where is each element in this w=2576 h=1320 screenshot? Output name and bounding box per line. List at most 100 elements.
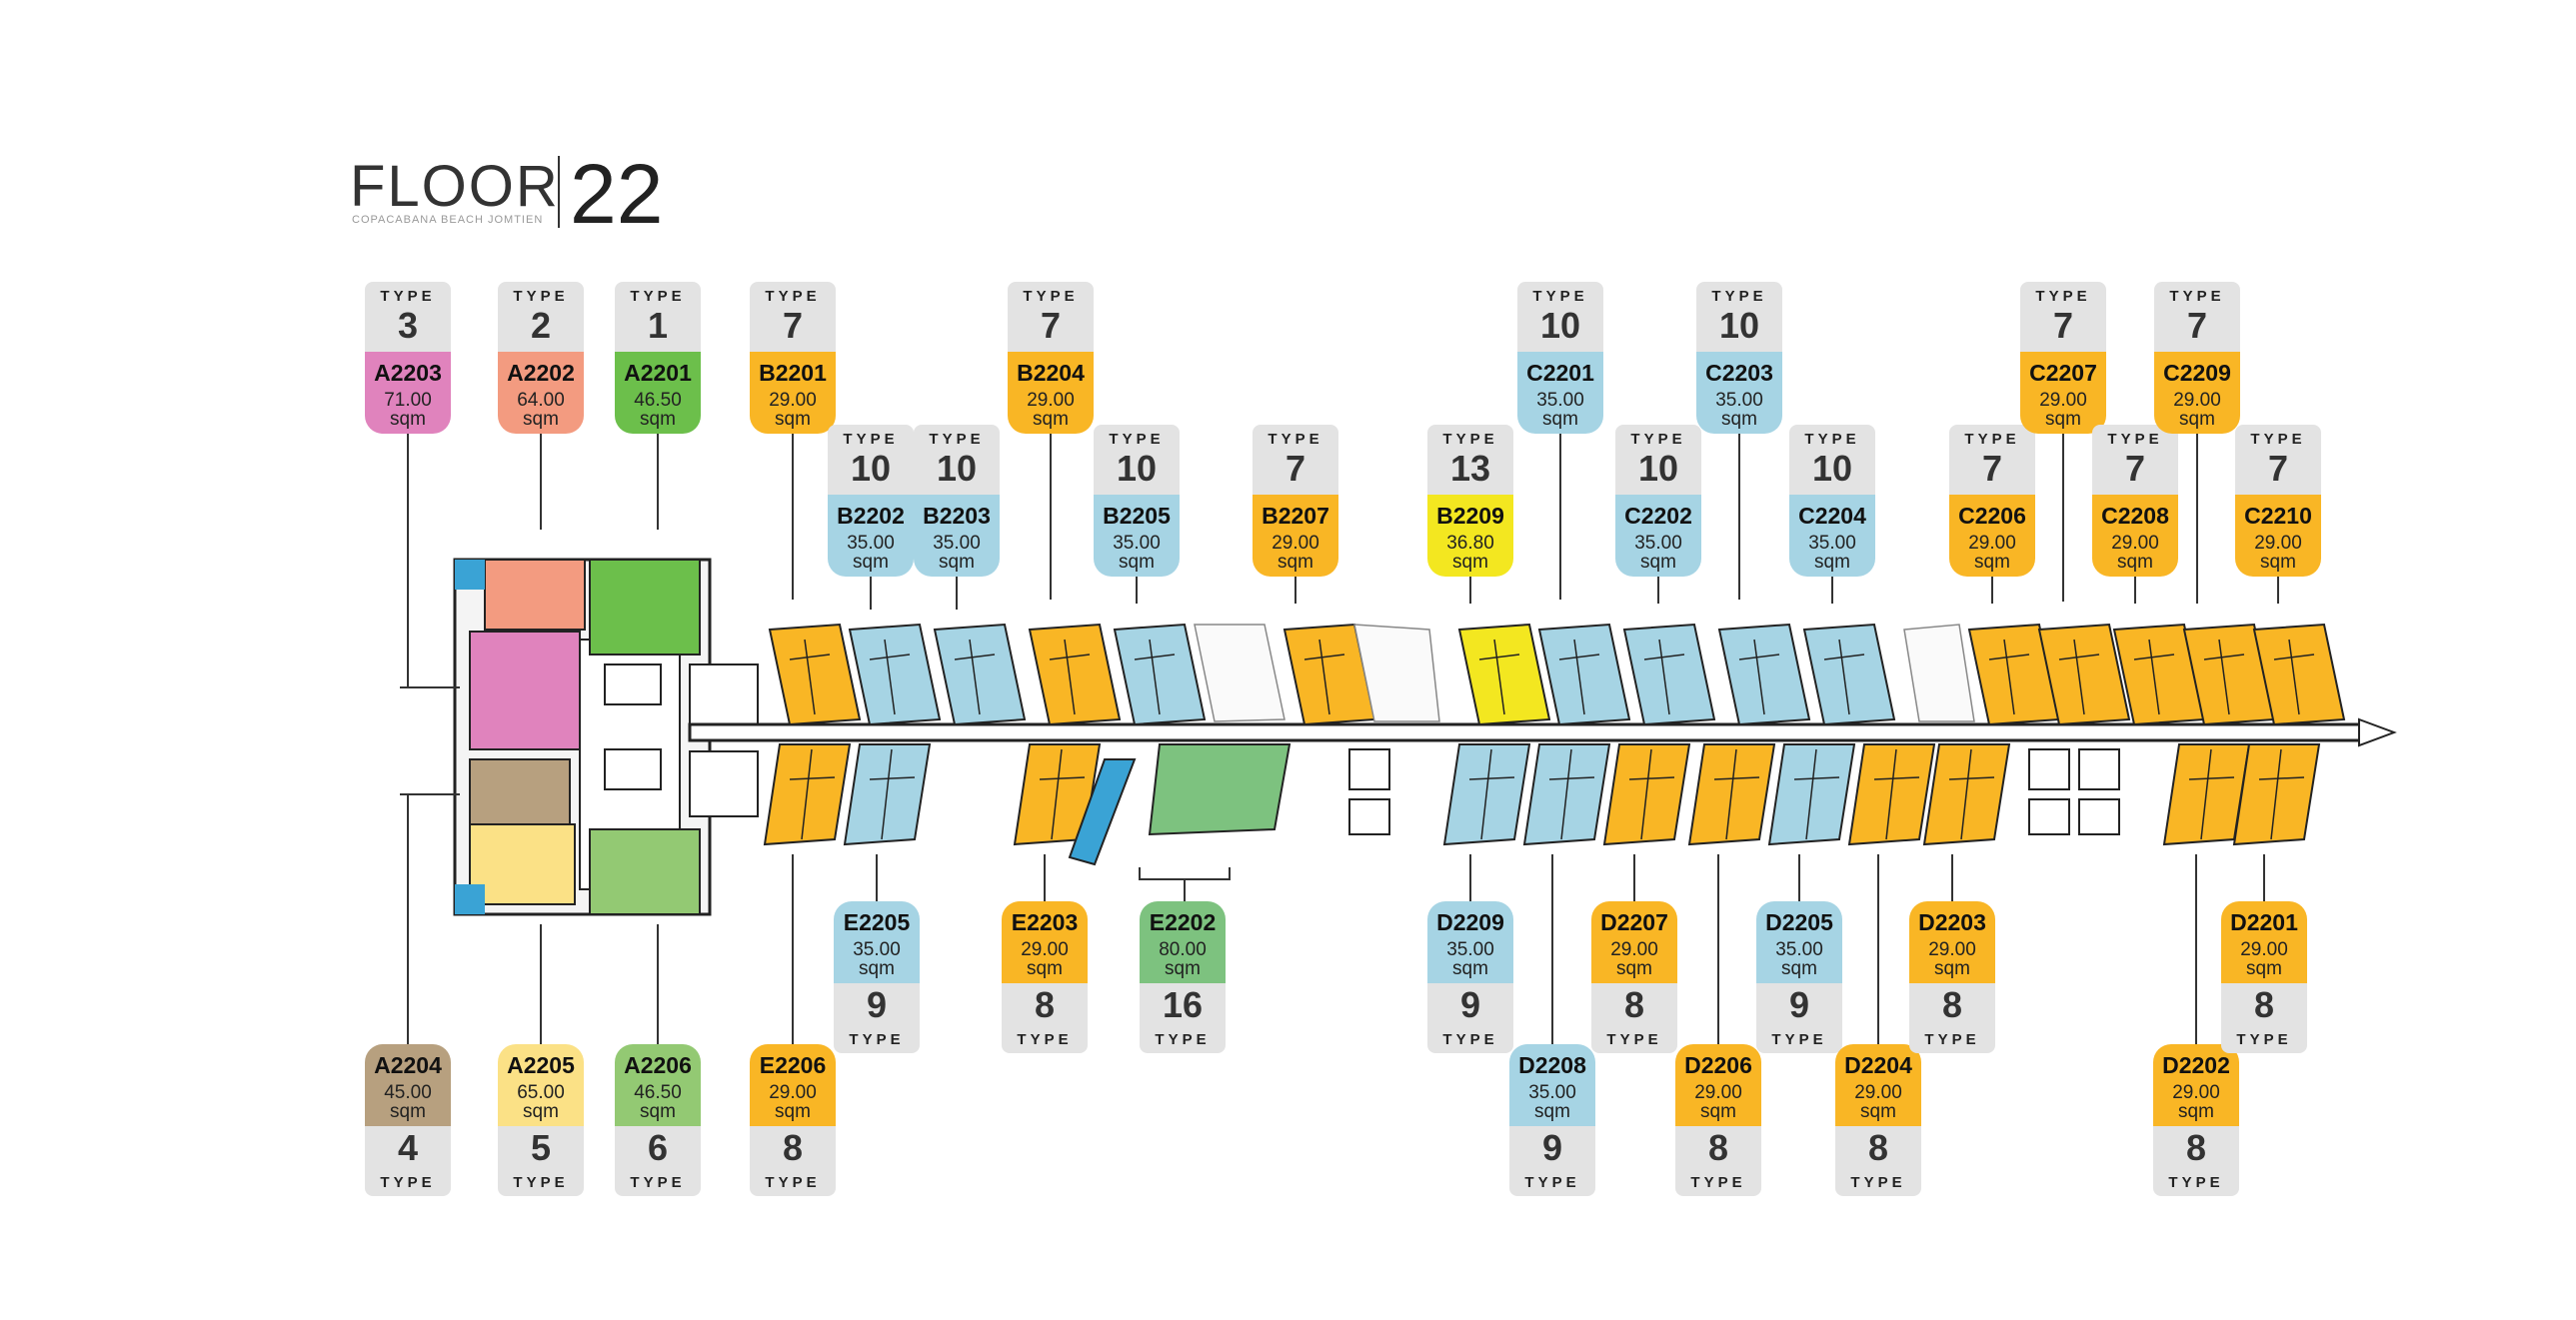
unit-tag-c2201[interactable]: TYPE 10 C2201 35.00 sqm	[1517, 282, 1603, 434]
unit-tag-b2205[interactable]: TYPE 10 B2205 35.00 sqm	[1094, 425, 1180, 577]
unit-code: D2209	[1436, 909, 1504, 935]
unit-tag-e2203[interactable]: E2203 29.00 sqm TYPE 8	[1002, 901, 1088, 1053]
unit-tag-d2202[interactable]: D2202 29.00 sqm TYPE 8	[2153, 1044, 2239, 1196]
unit-tag-d2201[interactable]: D2201 29.00 sqm TYPE 8	[2221, 901, 2307, 1053]
type-number: 7	[1285, 448, 1306, 489]
unit-tag-a2204[interactable]: A2204 45.00 sqm TYPE 4	[365, 1044, 451, 1196]
unit-tag-b2207[interactable]: TYPE 7 B2207 29.00 sqm	[1253, 425, 1338, 577]
unit-type-box: TYPE 7	[2092, 425, 2178, 495]
lift-icon	[1348, 748, 1390, 790]
unit-code: D2203	[1918, 909, 1986, 935]
unit-code: D2206	[1684, 1052, 1752, 1078]
unit-tag-b2201[interactable]: TYPE 7 B2201 29.00 sqm	[750, 282, 836, 434]
unit-area: 35.00	[933, 533, 981, 554]
unit-type-box: TYPE 8	[2153, 1126, 2239, 1196]
unit-info-box: D2202 29.00 sqm	[2153, 1044, 2239, 1126]
unit-code: C2209	[2163, 360, 2231, 386]
type-label: TYPE	[765, 288, 821, 305]
unit-plan-c2210	[2252, 623, 2346, 726]
unit-info-box: B2205 35.00 sqm	[1094, 495, 1180, 577]
unit-tag-b2204[interactable]: TYPE 7 B2204 29.00 sqm	[1008, 282, 1094, 434]
unit-tag-d2203[interactable]: D2203 29.00 sqm TYPE 8	[1909, 901, 1995, 1053]
unit-plan-wall	[884, 639, 896, 715]
unit-code: D2201	[2230, 909, 2298, 935]
unit-tag-a2202[interactable]: TYPE 2 A2202 64.00 sqm	[498, 282, 584, 434]
unit-sqm: sqm	[1542, 409, 1578, 430]
unit-tag-e2202[interactable]: E2202 80.00 sqm TYPE 16	[1140, 901, 1226, 1053]
unit-area: 46.50	[634, 1082, 682, 1103]
unit-info-box: C2201 35.00 sqm	[1517, 352, 1603, 434]
unit-tag-b2202[interactable]: TYPE 10 B2202 35.00 sqm	[828, 425, 914, 577]
unit-code: B2207	[1262, 503, 1329, 529]
unit-code: C2207	[2029, 360, 2097, 386]
type-number: 16	[1162, 984, 1204, 1025]
type-label: TYPE	[1017, 1031, 1073, 1048]
unit-type-box: TYPE 5	[498, 1126, 584, 1196]
unit-info-box: E2203 29.00 sqm	[1002, 901, 1088, 983]
unit-area: 29.00	[1928, 939, 1976, 960]
unit-tag-d2205[interactable]: D2205 35.00 sqm TYPE 9	[1756, 901, 1842, 1053]
unit-tag-c2210[interactable]: TYPE 7 C2210 29.00 sqm	[2235, 425, 2321, 577]
unit-sqm: sqm	[1860, 1101, 1896, 1122]
unit-plan-wall	[2273, 654, 2315, 660]
unit-tag-c2204[interactable]: TYPE 10 C2204 35.00 sqm	[1789, 425, 1875, 577]
unit-code: B2202	[837, 503, 905, 529]
unit-tag-d2208[interactable]: D2208 35.00 sqm TYPE 9	[1509, 1044, 1595, 1196]
unit-plan-wall	[869, 776, 916, 780]
unit-sqm: sqm	[2179, 409, 2215, 430]
unit-plan-wall	[1478, 654, 1520, 660]
unit-area: 29.00	[1854, 1082, 1902, 1103]
unit-plan-wall	[804, 639, 816, 715]
unit-tag-c2207[interactable]: TYPE 7 C2207 29.00 sqm	[2020, 282, 2106, 434]
unit-plan-wall	[1573, 639, 1585, 715]
type-label: TYPE	[380, 288, 436, 305]
unit-tag-e2205[interactable]: E2205 35.00 sqm TYPE 9	[834, 901, 920, 1053]
unit-tag-c2209[interactable]: TYPE 7 C2209 29.00 sqm	[2154, 282, 2240, 434]
unit-tag-e2206[interactable]: E2206 29.00 sqm TYPE 8	[750, 1044, 836, 1196]
unit-plan-wall	[1468, 776, 1515, 780]
unit-tag-c2208[interactable]: TYPE 7 C2208 29.00 sqm	[2092, 425, 2178, 577]
unit-plan-b2205	[1113, 623, 1207, 726]
unit-plan-wall	[2200, 748, 2212, 840]
unit-info-box: A2203 71.00 sqm	[365, 352, 451, 434]
unit-type-box: TYPE 8	[1835, 1126, 1921, 1196]
unit-tag-c2203[interactable]: TYPE 10 C2203 35.00 sqm	[1696, 282, 1782, 434]
unit-type-box: TYPE 13	[1427, 425, 1513, 495]
unit-tag-a2206[interactable]: A2206 46.50 sqm TYPE 6	[615, 1044, 701, 1196]
type-number: 9	[1541, 1127, 1563, 1168]
unit-tag-c2206[interactable]: TYPE 7 C2206 29.00 sqm	[1949, 425, 2035, 577]
unit-type-box: TYPE 10	[1615, 425, 1701, 495]
unit-tag-a2205[interactable]: A2205 65.00 sqm TYPE 5	[498, 1044, 584, 1196]
unit-area: 35.00	[1446, 939, 1494, 960]
unit-sqm: sqm	[2260, 552, 2296, 573]
unit-tag-d2206[interactable]: D2206 29.00 sqm TYPE 8	[1675, 1044, 1761, 1196]
unit-sqm: sqm	[1165, 958, 1201, 979]
unit-info-box: C2207 29.00 sqm	[2020, 352, 2106, 434]
unit-plan-b2204	[1028, 623, 1122, 726]
unit-plan-wall	[1493, 639, 1505, 715]
unit-tag-c2202[interactable]: TYPE 10 C2202 35.00 sqm	[1615, 425, 1701, 577]
unit-tag-d2207[interactable]: D2207 29.00 sqm TYPE 8	[1591, 901, 1677, 1053]
unit-plan-wall	[1149, 639, 1161, 715]
unit-plan-wall	[1873, 776, 1920, 780]
unit-sqm: sqm	[1934, 958, 1970, 979]
lift-icon	[2028, 748, 2070, 790]
unit-info-box: D2208 35.00 sqm	[1509, 1044, 1595, 1126]
unit-tag-a2201[interactable]: TYPE 1 A2201 46.50 sqm	[615, 282, 701, 434]
unit-sqm: sqm	[775, 409, 811, 430]
unit-plan-wall	[1753, 639, 1765, 715]
unit-tag-d2204[interactable]: D2204 29.00 sqm TYPE 8	[1835, 1044, 1921, 1196]
unit-sqm: sqm	[859, 958, 895, 979]
unit-tag-a2203[interactable]: TYPE 3 A2203 71.00 sqm	[365, 282, 451, 434]
type-number: 4	[397, 1127, 419, 1168]
unit-code: A2203	[374, 360, 442, 386]
unit-code: E2203	[1011, 909, 1079, 935]
type-label: TYPE	[380, 1174, 436, 1191]
unit-sqm: sqm	[1033, 409, 1069, 430]
unit-sqm: sqm	[640, 409, 676, 430]
unit-code: A2202	[507, 360, 575, 386]
unit-tag-b2203[interactable]: TYPE 10 B2203 35.00 sqm	[914, 425, 1000, 577]
unit-tag-d2209[interactable]: D2209 35.00 sqm TYPE 9	[1427, 901, 1513, 1053]
unit-tag-b2209[interactable]: TYPE 13 B2209 36.80 sqm	[1427, 425, 1513, 577]
unit-info-box: E2202 80.00 sqm	[1140, 901, 1226, 983]
